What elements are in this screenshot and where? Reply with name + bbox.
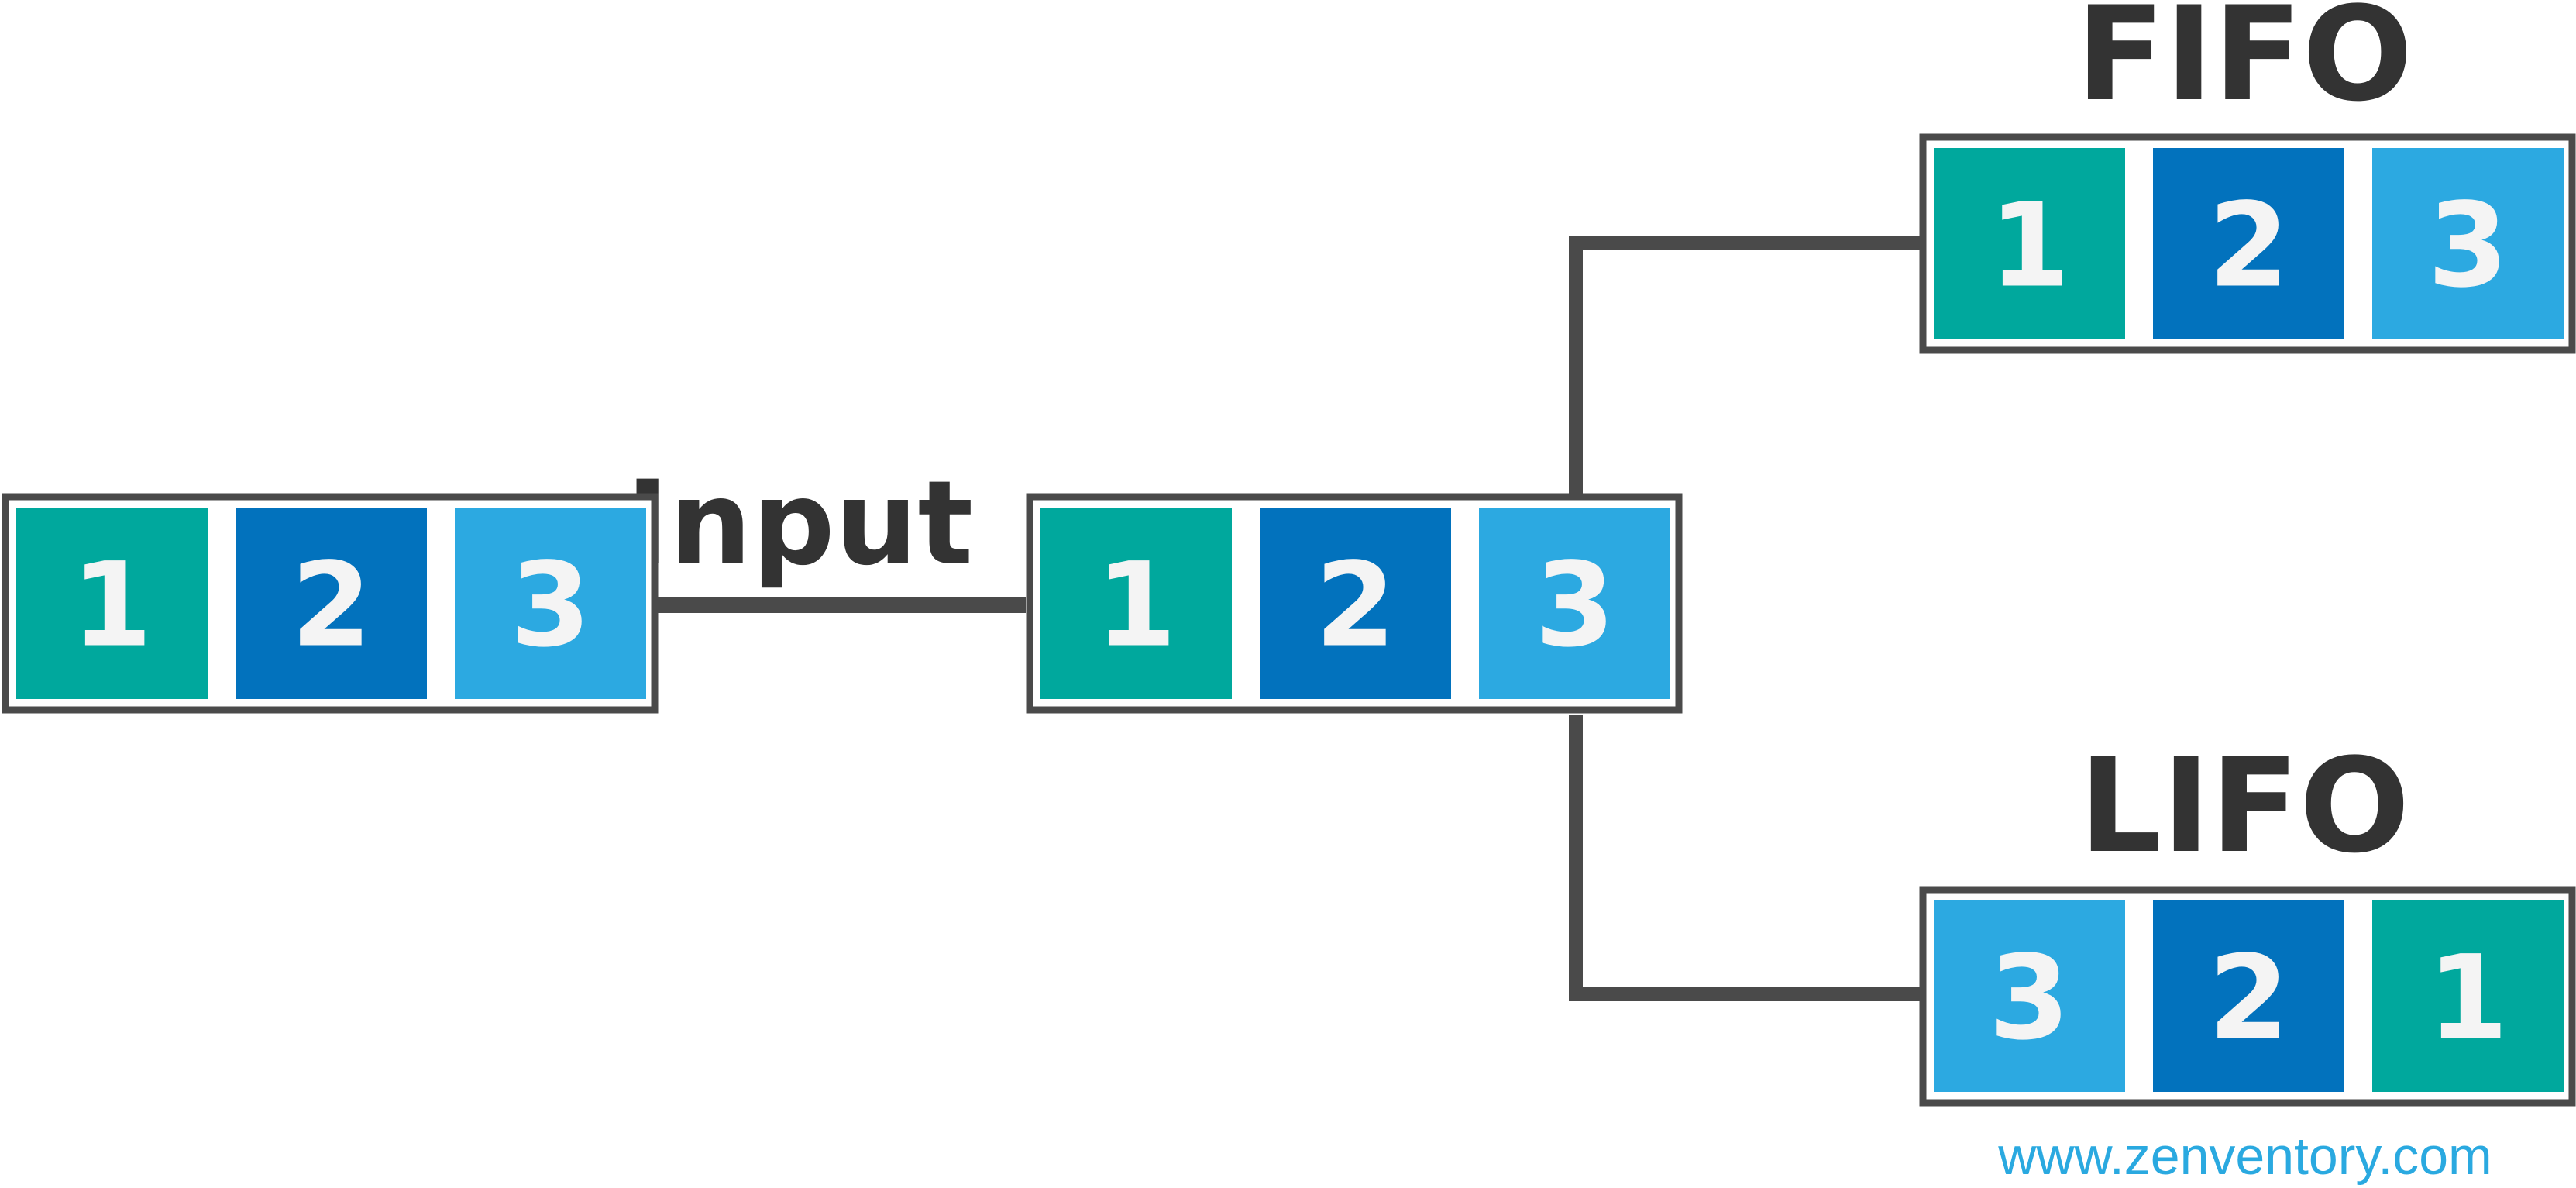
- buffer-box-group: 1 2 3: [1026, 493, 1683, 714]
- box-groups: 1 2 3 1 2 3 1 2 3 3 2 1: [2, 133, 2576, 1107]
- fifo-box-group: 1 2 3: [1919, 133, 2576, 354]
- fifo-cell-1-number: 1: [1989, 179, 2069, 314]
- lifo-box-group: 3 2 1: [1919, 886, 2576, 1107]
- lifo-label: LIFO: [2079, 730, 2409, 882]
- lifo-cell-3-number: 1: [2427, 931, 2508, 1066]
- lifo-connector: [1569, 715, 1920, 1001]
- lifo-cell-3: [2372, 900, 2564, 1092]
- source-cell-1: [16, 508, 208, 699]
- source-cell-3: [455, 508, 646, 699]
- source-cell-3-number: 3: [510, 539, 590, 673]
- buffer-cell-1: [1040, 508, 1232, 699]
- input-connector: [657, 597, 1026, 613]
- source-cell-1-number: 1: [71, 539, 152, 673]
- buffer-cell-2: [1260, 508, 1451, 699]
- lifo-cell-2-number: 2: [2208, 931, 2289, 1066]
- fifo-connector: [1569, 236, 1920, 496]
- buffer-cell-3: [1479, 508, 1670, 699]
- website-url: www.zenventory.com: [1997, 1127, 2492, 1186]
- fifo-cell-2-number: 2: [2208, 179, 2289, 314]
- buffer-cell-3-number: 3: [1534, 539, 1615, 673]
- input-label: Input: [626, 456, 973, 591]
- fifo-cell-1: [1934, 148, 2125, 339]
- lifo-cell-1: [1934, 900, 2125, 1092]
- buffer-cell-2-number: 2: [1315, 539, 1395, 673]
- lifo-cell-1-number: 3: [1989, 931, 2069, 1066]
- buffer-cell-1-number: 1: [1095, 539, 1176, 673]
- fifo-cell-2: [2153, 148, 2344, 339]
- source-box-group: 1 2 3: [2, 493, 659, 714]
- fifo-cell-3-number: 3: [2427, 179, 2508, 314]
- source-cell-2-number: 2: [291, 539, 371, 673]
- fifo-label: FIFO: [2076, 0, 2413, 130]
- lifo-cell-2: [2153, 900, 2344, 1092]
- source-cell-2: [236, 508, 427, 699]
- connectors: [657, 236, 1920, 1001]
- fifo-cell-3: [2372, 148, 2564, 339]
